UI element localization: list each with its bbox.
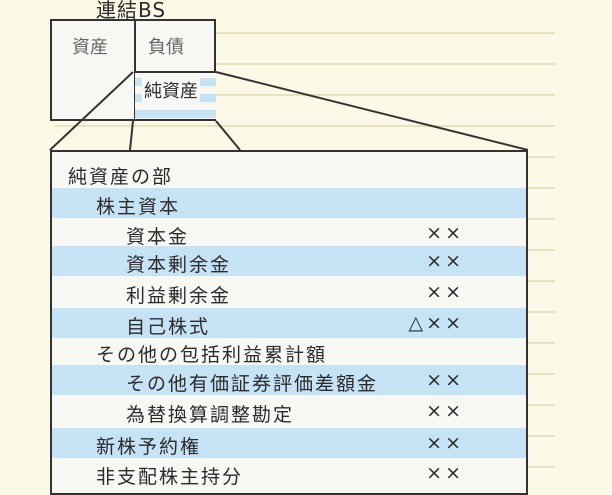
row-label: 株主資本 [96,196,181,218]
row-label: 資本金 [126,226,190,248]
row-label: その他の包括利益累計額 [96,344,328,366]
row-label: 利益剰余金 [126,285,232,307]
row-value: ×× [426,281,464,303]
balance-sheet-box: 資産 負債 純資産 [50,19,216,121]
table-row: 為替換算調整勘定 ×× [52,396,526,426]
row-value: ×× [426,432,464,454]
connector-line-mid-right [215,120,241,151]
liability-label: 負債 [148,37,184,58]
balance-sheet-divider [134,21,136,119]
table-row: 非支配株主持分 ×× [52,458,526,488]
connector-line-left [49,71,134,151]
row-label: 新株予約権 [96,436,202,458]
row-label: 非支配株主持分 [96,466,244,488]
table-row: その他有価証券評価差額金 ×× [52,365,526,395]
table-row: 新株予約権 ×× [52,428,526,458]
connector-line-right [215,71,529,151]
row-value: ×× [426,369,464,391]
table-row: 資本金 ×× [52,218,526,248]
section-heading-row: 純資産の部 [52,158,526,188]
connector-line-mid-left [129,120,134,151]
diagram-title: 連結BS [96,0,167,22]
table-row: 資本剰余金 ×× [52,246,526,276]
table-row: 株主資本 [52,188,526,218]
row-value: ×× [426,400,464,422]
section-heading: 純資産の部 [68,166,174,188]
zoom-connector-lines [49,71,529,151]
row-value: ×× [426,250,464,272]
net-assets-section-panel: 純資産の部 株主資本 資本金 ×× 資本剰余金 ×× 利益剰余金 ×× 自己株式… [50,150,528,495]
table-row: 自己株式 △×× [52,308,526,338]
table-row: 利益剰余金 ×× [52,277,526,307]
row-label: 自己株式 [126,316,211,338]
table-row: その他の包括利益累計額 [52,336,526,366]
row-value: △×× [408,312,464,334]
row-label: 資本剰余金 [126,254,232,276]
asset-label: 資産 [72,37,108,58]
row-value: ×× [426,462,464,484]
row-label: その他有価証券評価差額金 [126,373,379,395]
row-label: 為替換算調整勘定 [126,404,295,426]
net-assets-label: 純資産 [142,77,200,103]
row-value: ×× [426,222,464,244]
